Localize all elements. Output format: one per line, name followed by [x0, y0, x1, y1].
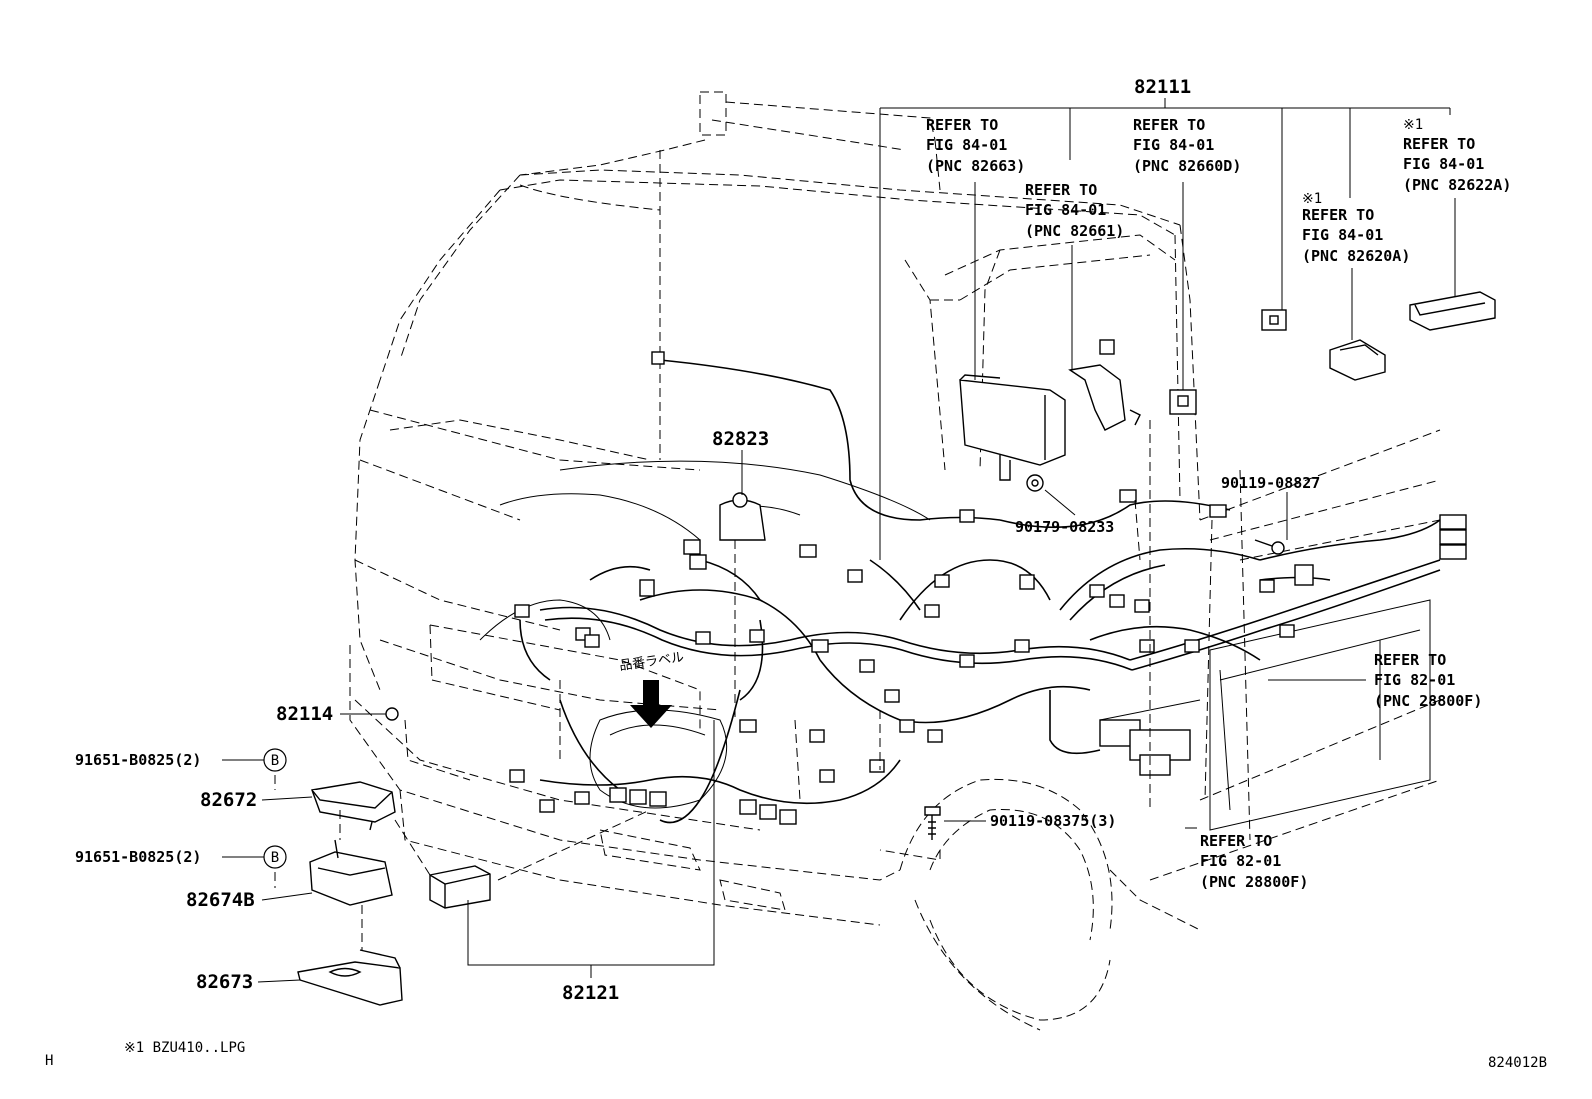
- relay-82660D: [1169, 389, 1197, 415]
- corner-letter: H: [45, 1053, 53, 1069]
- label-arrow: [630, 680, 672, 728]
- svg-text:FIG 84-01: FIG 84-01: [1025, 201, 1106, 219]
- refer-82661: REFER TO FIG 84-01 (PNC 82661): [1025, 181, 1124, 240]
- connector-82121: [429, 865, 491, 909]
- svg-text:※1: ※1: [1403, 117, 1423, 133]
- part-82111: 82111: [1134, 76, 1191, 98]
- svg-text:FIG 84-01: FIG 84-01: [1133, 136, 1214, 154]
- circle-b-upper: B: [263, 748, 287, 772]
- svg-text:(PNC 82660D): (PNC 82660D): [1133, 157, 1241, 175]
- refer-28800F-bottom: REFER TO FIG 82-01 (PNC 28800F): [1200, 832, 1308, 891]
- refer-28800F-right: REFER TO FIG 82-01 (PNC 28800F): [1374, 651, 1482, 710]
- refer-82620A: ※1 REFER TO FIG 84-01 (PNC 82620A): [1302, 191, 1410, 265]
- ecu-82672: [311, 781, 396, 831]
- svg-text:(PNC 28800F): (PNC 28800F): [1200, 873, 1308, 891]
- circle-b-lower: B: [263, 845, 287, 869]
- svg-text:FIG 82-01: FIG 82-01: [1200, 852, 1281, 870]
- svg-text:B: B: [271, 850, 279, 866]
- bracket-82673: [297, 949, 403, 1006]
- svg-text:B: B: [271, 753, 279, 769]
- page-code: 824012B: [1488, 1055, 1547, 1071]
- svg-text:FIG 82-01: FIG 82-01: [1374, 671, 1455, 689]
- part-82673: 82673: [196, 971, 253, 993]
- svg-text:FIG 84-01: FIG 84-01: [926, 136, 1007, 154]
- part-82674B: 82674B: [186, 889, 255, 911]
- svg-text:REFER TO: REFER TO: [1133, 116, 1205, 134]
- refer-82663: REFER TO FIG 84-01 (PNC 82663): [926, 116, 1025, 175]
- clamp-82114: [385, 707, 399, 721]
- part-90179-08233: 90179-08233: [1015, 518, 1114, 536]
- footnote: ※1 BZU410..LPG: [124, 1040, 245, 1056]
- svg-text:(PNC 82661): (PNC 82661): [1025, 222, 1124, 240]
- svg-text:REFER TO: REFER TO: [1200, 832, 1272, 850]
- sensor-82823: [719, 492, 766, 541]
- part-82121: 82121: [562, 982, 619, 1004]
- part-91651-lower: 91651-B0825(2): [75, 848, 201, 866]
- bracket-82674B: [309, 839, 393, 906]
- svg-text:FIG 84-01: FIG 84-01: [1403, 155, 1484, 173]
- dashed-leaders: [274, 420, 1251, 950]
- label-sticker-text: 品番ラベル: [618, 650, 684, 674]
- svg-text:(PNC 82620A): (PNC 82620A): [1302, 247, 1410, 265]
- svg-text:REFER TO: REFER TO: [926, 116, 998, 134]
- svg-text:REFER TO: REFER TO: [1374, 651, 1446, 669]
- relay-82622A: [1409, 291, 1496, 331]
- bracket-82661: [1068, 339, 1141, 431]
- svg-text:REFER TO: REFER TO: [1302, 206, 1374, 224]
- harness-connectors: [509, 351, 1467, 825]
- svg-text:(PNC 82622A): (PNC 82622A): [1403, 176, 1511, 194]
- wire-harness: [519, 359, 1441, 824]
- part-82672: 82672: [200, 789, 257, 811]
- svg-text:REFER TO: REFER TO: [1403, 135, 1475, 153]
- svg-text:FIG 84-01: FIG 84-01: [1302, 226, 1383, 244]
- relay-small: [1261, 309, 1287, 331]
- bolt-90119-08375: [924, 806, 941, 840]
- svg-text:(PNC 82663): (PNC 82663): [926, 157, 1025, 175]
- part-90119-08827: 90119-08827: [1221, 474, 1320, 492]
- part-90119-08375: 90119-08375(3): [990, 812, 1116, 830]
- leader-lines: [222, 98, 1456, 983]
- part-91651-upper: 91651-B0825(2): [75, 751, 201, 769]
- part-82114: 82114: [276, 703, 333, 725]
- truck-cab-outline: [349, 91, 1441, 1031]
- refer-82660D: REFER TO FIG 84-01 (PNC 82660D): [1133, 116, 1241, 175]
- ecu-82663: [959, 374, 1066, 481]
- relay-82620A: [1329, 339, 1386, 381]
- refer-82622A: ※1 REFER TO FIG 84-01 (PNC 82622A): [1403, 117, 1511, 194]
- svg-text:REFER TO: REFER TO: [1025, 181, 1097, 199]
- bolt-90119-08827: [1254, 539, 1285, 555]
- svg-text:※1: ※1: [1302, 191, 1322, 207]
- grommet-90179: [1026, 474, 1044, 492]
- svg-text:(PNC 28800F): (PNC 28800F): [1374, 692, 1482, 710]
- part-82823: 82823: [712, 428, 769, 450]
